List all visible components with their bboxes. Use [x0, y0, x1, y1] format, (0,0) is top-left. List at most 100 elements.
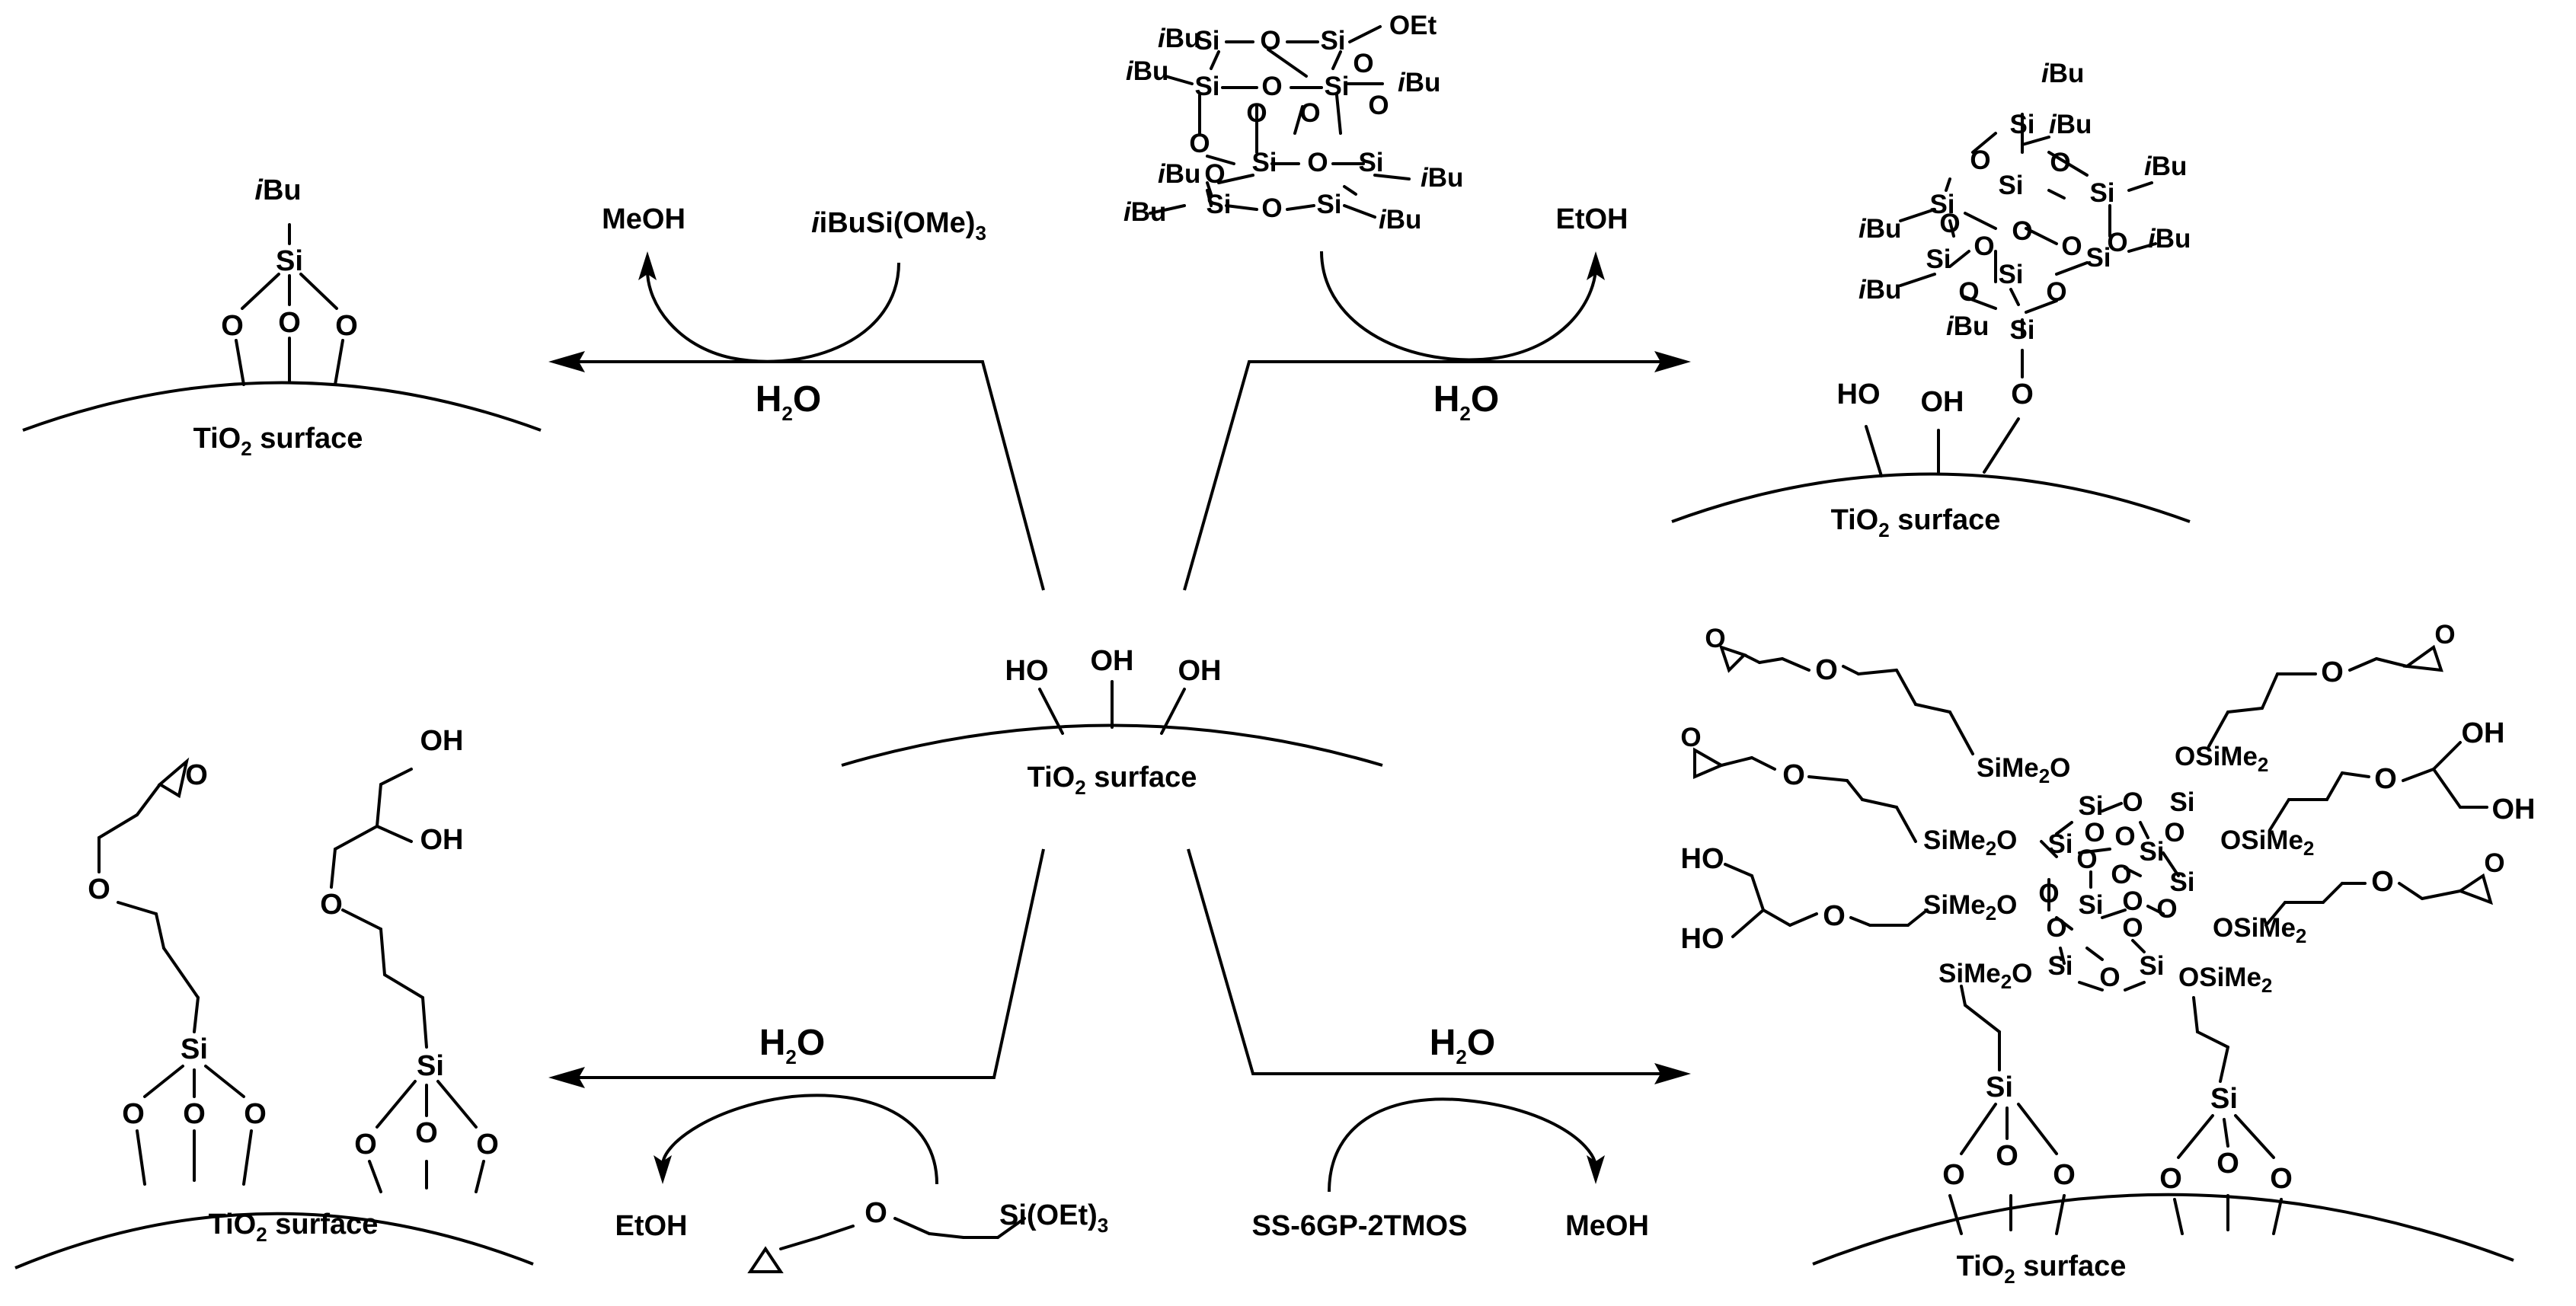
si-bl-1: Si	[181, 1033, 208, 1065]
br-ether-o-4: O	[2374, 763, 2397, 795]
br-si-7: Si	[2047, 951, 2073, 981]
poss-o-10: O	[1261, 193, 1282, 223]
o-bl-ether-2: O	[320, 889, 343, 921]
tr-ibu-4: iBu	[1858, 214, 1901, 244]
surface-label-center: TiO2 surface	[1028, 762, 1197, 799]
surface-label-top-right: TiO2 surface	[1831, 504, 2001, 541]
br-o-8: O	[2122, 886, 2143, 916]
ibu-top-left: iBu	[254, 174, 301, 206]
center-surface: HO OH OH TiO2 surface	[841, 645, 1383, 799]
br-osime2-2: OSiMe2	[2220, 825, 2314, 860]
br-o-11: O	[2122, 913, 2143, 943]
poss-o-4: O	[1189, 129, 1210, 158]
byproduct-etoh-bottom: EtOH	[615, 1210, 688, 1242]
water-label-top-left: H2O	[756, 379, 821, 425]
tr-o-5: O	[2012, 216, 2032, 246]
hydroxyl-tr-2: OH	[1921, 386, 1964, 418]
poss-bonds	[1149, 25, 1411, 219]
br-ether-o-1: O	[1815, 654, 1838, 686]
pathway-bottom-left: H2O EtOH O Si(OEt)3	[548, 848, 1108, 1273]
product-top-left: TiO2 surface Si iBu O O O	[22, 174, 542, 460]
tr-ibu-2: iBu	[2049, 110, 2092, 139]
tr-o-2: O	[2050, 148, 2070, 177]
tr-o-8: O	[1958, 277, 1979, 307]
surface-label-bottom-right: TiO2 surface	[1957, 1250, 2127, 1288]
tr-si-4: Si	[1929, 190, 1954, 219]
water-label-top-right: H2O	[1433, 379, 1499, 425]
pathway-bottom-right: H2O SS-6GP-2TMOS MeOH	[1187, 848, 1691, 1242]
br-ho-2: HO	[1681, 923, 1724, 955]
poss-si-1: Si	[1194, 26, 1219, 56]
poss-reagent: iBu Si O Si OEt iBu Si O Si O iBu O O O …	[1123, 11, 1463, 235]
pathway-top-left: H2O MeOH iiBuSi(OMe)3	[548, 203, 1045, 591]
br-sime2o-4: SiMe2O	[1938, 959, 2032, 993]
o-top-left-1: O	[221, 310, 244, 342]
si-bl-2: Si	[417, 1050, 444, 1082]
poss-ibu-6: iBu	[1123, 197, 1166, 227]
tr-si-3: Si	[2089, 178, 2114, 208]
o-br-2: O	[1996, 1140, 2018, 1172]
poss-o-7: O	[1368, 91, 1389, 120]
o-top-left-2: O	[278, 307, 301, 339]
tr-si-8: Si	[2009, 315, 2034, 345]
tr-ibu-3: iBu	[2144, 152, 2187, 181]
tr-si-7: Si	[1926, 244, 1951, 274]
br-si-6: Si	[2078, 890, 2103, 920]
br-osime2-1: OSiMe2	[2175, 742, 2268, 776]
poss-ibu-3: iBu	[1398, 68, 1440, 97]
reagent-ss-6gp-2tmos: SS-6GP-2TMOS	[1252, 1210, 1468, 1242]
poss-ibu-4: iBu	[1421, 163, 1463, 193]
br-epox-o-3: O	[2434, 620, 2455, 650]
si-br-foot-2: Si	[2210, 1083, 2238, 1115]
br-si-8: Si	[2139, 951, 2164, 981]
o-br-1: O	[1942, 1159, 1965, 1191]
product-bottom-left: TiO2 surface O O O Si O O O O O Si	[14, 725, 534, 1269]
poss-o-1: O	[1260, 26, 1280, 56]
br-si-1: Si	[2078, 791, 2103, 821]
product-bottom-right: TiO2 surface O O O Si O O O Si	[1680, 620, 2535, 1288]
br-oh-1: OH	[2462, 717, 2505, 749]
poss-ibu-2: iBu	[1126, 56, 1168, 86]
o-bl-5: O	[415, 1117, 438, 1149]
tr-o-9: O	[2046, 277, 2066, 307]
poss-oet: OEt	[1389, 11, 1437, 40]
oh-bl-2: OH	[420, 824, 464, 856]
o-bl-1: O	[122, 1098, 145, 1130]
tr-ibu-1: iBu	[2041, 59, 2084, 88]
br-ether-o-3: O	[2321, 656, 2344, 688]
tr-o-7: O	[2107, 228, 2127, 257]
o-br-3: O	[2053, 1159, 2076, 1191]
reagent-ether-o: O	[865, 1197, 887, 1229]
poss-si-7: Si	[1206, 190, 1231, 219]
poss-si-5: Si	[1251, 148, 1277, 177]
tr-o-3: O	[1939, 209, 1960, 238]
o-bl-4: O	[354, 1129, 377, 1161]
water-label-bottom-left: H2O	[759, 1023, 825, 1068]
br-epox-o-4: O	[2484, 848, 2504, 878]
hydroxyl-left: HO	[1005, 655, 1049, 687]
poss-ibu-1: iBu	[1158, 24, 1200, 53]
tr-ibu-6: iBu	[1858, 275, 1901, 305]
br-epox-o-1: O	[1705, 624, 1725, 653]
surface-label-top-left: TiO2 surface	[193, 423, 363, 460]
water-label-bottom-right: H2O	[1430, 1023, 1495, 1068]
oh-bl-1: OH	[420, 725, 464, 757]
poss-o-8: O	[1307, 148, 1328, 177]
br-ether-o-2: O	[1782, 759, 1805, 791]
o-br-4: O	[2159, 1163, 2182, 1195]
si-br-foot-1: Si	[1986, 1071, 2013, 1103]
br-ether-o-6: O	[2371, 866, 2394, 898]
byproduct-meoh-bottom: MeOH	[1565, 1210, 1649, 1242]
poss-ibu-7: iBu	[1379, 205, 1421, 235]
o-bl-2: O	[183, 1098, 206, 1130]
product-top-right: TiO2 surface HO OH O	[1671, 59, 2191, 541]
surface-label-bottom-left: TiO2 surface	[209, 1209, 379, 1246]
poss-o-2: O	[1261, 72, 1282, 101]
tr-ibu-5: iBu	[2148, 224, 2191, 254]
o-br-6: O	[2270, 1163, 2293, 1195]
poss-si-8: Si	[1316, 190, 1341, 219]
tr-si-6: Si	[2085, 243, 2111, 273]
br-o-9: O	[2156, 894, 2177, 924]
br-osime2-3: OSiMe2	[2213, 913, 2306, 947]
hydroxyl-tr-1: HO	[1837, 378, 1881, 410]
